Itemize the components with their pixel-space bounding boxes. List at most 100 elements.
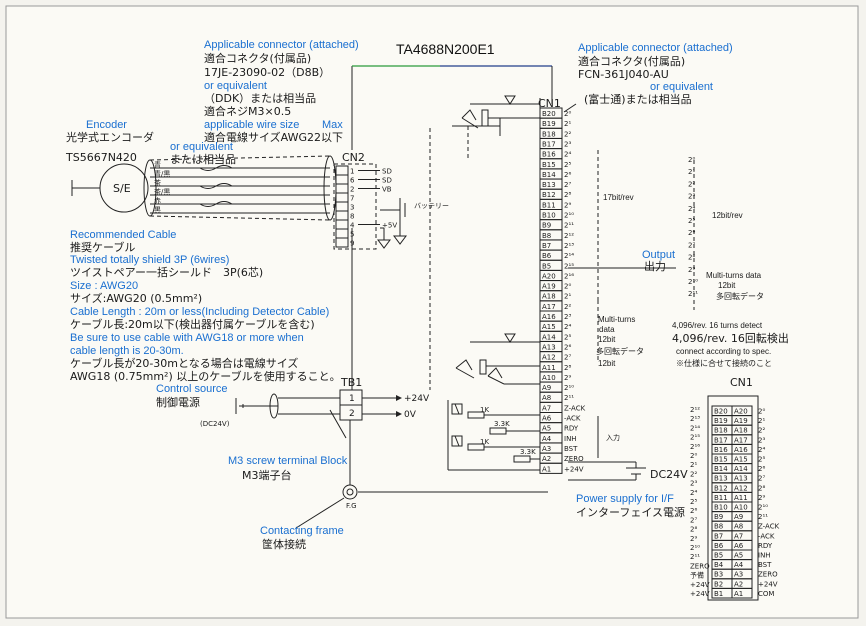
encoder-model-suffix: または相当品	[170, 152, 236, 166]
mini-pin-a-label: A11	[734, 494, 748, 502]
cn2-pin-number: 2	[350, 186, 354, 194]
cn2-pin-number: 3	[350, 204, 354, 212]
mini-left-label: 2⁸	[690, 526, 697, 534]
cn1-pin-label: B5	[542, 262, 551, 270]
mini-left-label: 2³	[690, 480, 697, 488]
model-title: TA4688N200E1	[396, 41, 495, 57]
encoder-symbol: S/E	[71, 163, 149, 213]
mini-bit-label: 2⁰	[688, 156, 695, 164]
mini-pin-signal: 2⁰	[758, 408, 765, 416]
connect-en: connect according to spec.	[676, 347, 771, 356]
cn1-pin-label: A1	[542, 465, 551, 473]
cn1-pin-label: A3	[542, 445, 551, 453]
cn1-pin-signal: BST	[564, 445, 578, 453]
output-annotations: 17bit/rev Output 出力 12bit/rev 2⁰2¹2²2³2⁴…	[568, 150, 789, 458]
cn1-pin-signal: 2⁰	[564, 110, 571, 118]
cn1-pin-signal: 2⁶	[564, 343, 571, 351]
mini-left-label: 2¹²	[690, 406, 700, 414]
cn1-pin-signal: 2⁴	[564, 323, 571, 331]
cn1-pin-label: B12	[542, 191, 556, 199]
tb1-block-jp: M3端子台	[242, 468, 292, 482]
cn1-pin-signal: 2⁵	[564, 333, 571, 341]
cn1-pin-signal: 2¹³	[564, 242, 574, 250]
cn2-signal-label: SD	[382, 168, 392, 176]
cn1-pin-signal: 2²	[564, 303, 571, 311]
cn1-pin-label: A20	[542, 272, 556, 280]
mini-left-label: 2¹⁵	[690, 434, 700, 442]
mini-bit-label: 2⁴	[688, 205, 695, 213]
cn1-pin-label: A10	[542, 374, 556, 382]
mini-pin-b-label: B2	[714, 580, 723, 588]
mini-pin-a-label: A3	[734, 571, 743, 579]
mini-pin-a-label: A6	[734, 542, 744, 550]
cn1-pin-signal: 2⁸	[564, 364, 571, 372]
mini-pin-b-label: B7	[714, 532, 723, 540]
mt2-en-2: data	[599, 325, 615, 334]
cn1-pin-label: A16	[542, 313, 556, 321]
cn2-part: 17JE-23090-02（D8B）	[204, 66, 330, 79]
cn1-pin-label: B10	[542, 212, 556, 220]
cn1-pin-label: A2	[542, 455, 551, 463]
cn1-pin-signal: +24V	[564, 465, 584, 473]
mini-bit-label: 2¹⁰	[688, 278, 698, 286]
cn2-signal-label: VB	[382, 186, 392, 194]
cn1-pin-signal: 2¹⁴	[564, 252, 574, 260]
cn1-label-en: Applicable connector (attached)	[578, 42, 733, 54]
output-circuit-top	[452, 95, 541, 160]
mini-left-label: 2⁷	[690, 516, 697, 524]
mini-left-label: 2²	[690, 470, 697, 478]
cn1-pin-label: B20	[542, 110, 556, 118]
mini-pin-signal: BST	[758, 561, 772, 569]
mini-bit-label: 2⁵	[688, 217, 695, 225]
connect-jp: ※仕様に合せて接続のこと	[676, 358, 772, 368]
mt2-en-1: Multi-turns	[598, 315, 635, 324]
detect-jp: 4,096/rev. 16回転検出	[672, 331, 789, 345]
output-17bit: 17bit/rev	[603, 193, 634, 202]
power-if-en: Power supply for I/F	[576, 493, 674, 505]
cn1-pin-signal: INH	[564, 435, 577, 443]
cn1-pin-label: A9	[542, 384, 551, 392]
mini-pin-b-label: B15	[714, 456, 728, 464]
mini-bit-label: 2⁹	[688, 266, 695, 274]
cn1-pin-label: B15	[542, 161, 556, 169]
mini-left-label: 2⁶	[690, 507, 697, 515]
cn1-pin-label: A18	[542, 293, 556, 301]
cn1-pin-signal: 2⁰	[564, 283, 571, 291]
resistor-33k-a: 3.3K	[494, 420, 510, 428]
mini-bit-label: 2³	[688, 193, 695, 201]
cable-rec-en: Recommended Cable	[70, 229, 176, 241]
mini-pin-signal: INH	[758, 552, 771, 560]
wire-color-label: 赤	[154, 197, 161, 205]
mini-pin-a	[731, 587, 753, 599]
mini-left-label: 2¹⁶	[690, 443, 700, 451]
wire-color-label: 青/黒	[154, 169, 170, 178]
cn1-pin-signal: 2⁹	[564, 374, 571, 382]
cn1-pin-signal: 2¹	[564, 293, 571, 301]
cn1-pin-label: A12	[542, 354, 556, 362]
tb1-signal-1: +24V	[404, 394, 430, 404]
mini-bit-label: 2⁸	[688, 254, 695, 262]
cn1-pin-signal: 2¹⁵	[564, 262, 574, 270]
mini-pin-signal: +24V	[758, 580, 778, 588]
cn1-pin-signal: 2¹⁶	[564, 272, 574, 280]
cn1-pin-signal: Z-ACK	[564, 404, 586, 412]
control-source-voltage: (DC24V)	[200, 420, 230, 428]
cn1-pin-label: A15	[542, 323, 556, 331]
cn2-wire-size-en: applicable wire size	[204, 119, 299, 131]
mini-pin-b-label: B12	[714, 484, 728, 492]
control-source-en: Control source	[156, 383, 228, 395]
mini-left-label: 2¹⁰	[690, 544, 700, 552]
mini-pin-signal: ZERO	[758, 571, 778, 579]
cn1-pin-label: A6	[542, 415, 552, 423]
mini-left-label: 2⁴	[690, 489, 697, 497]
cn2-or-equivalent-jp: （DDK）または相当品	[204, 91, 316, 105]
battery-label: バッテリー	[414, 202, 449, 210]
mini-pin-b-label: B11	[714, 494, 728, 502]
input-circuits: 1K 1K 3.3K 3.3K	[447, 400, 540, 471]
cn1-pin-label: B18	[542, 130, 556, 138]
cn2-pin-number: 8	[350, 213, 354, 221]
mini-pin-a-label: A7	[734, 532, 743, 540]
encoder-label-en: Encoder	[86, 119, 127, 131]
